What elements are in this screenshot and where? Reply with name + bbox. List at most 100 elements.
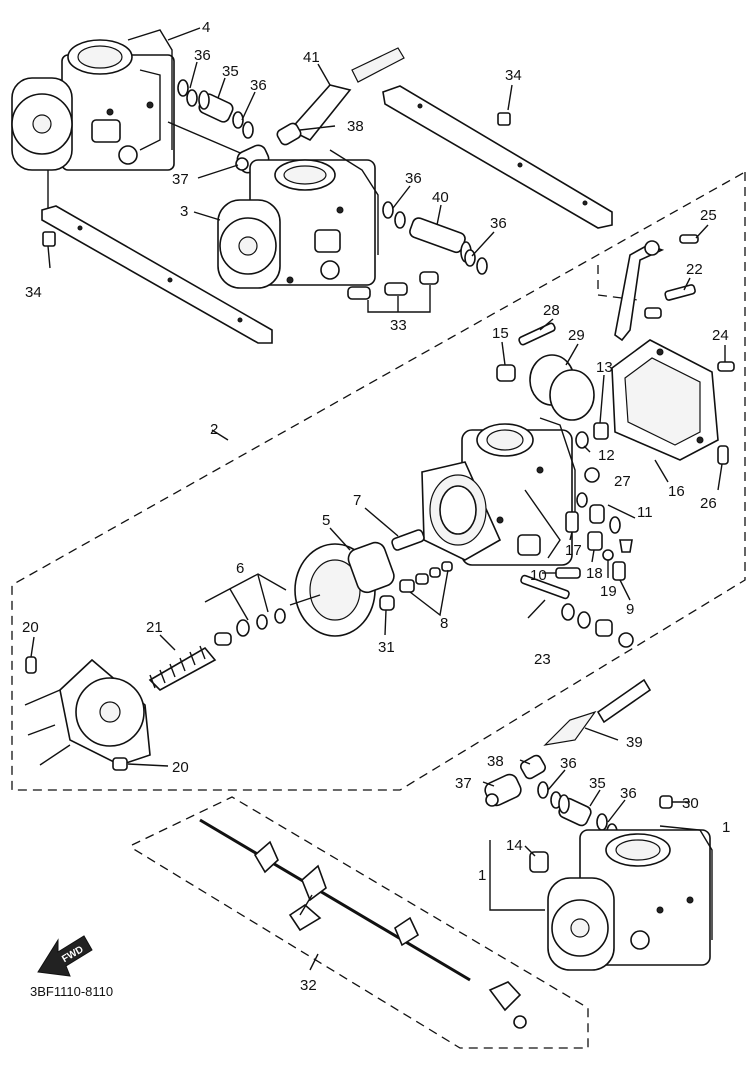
callout-34: 34 <box>505 67 522 84</box>
callout-7: 7 <box>353 492 361 509</box>
washer-19 <box>602 549 614 561</box>
callout-27: 27 <box>614 473 631 490</box>
callout-23: 23 <box>534 651 551 668</box>
callout-29: 29 <box>568 327 585 344</box>
callout-13: 13 <box>596 359 613 376</box>
callout-36: 36 <box>405 170 422 187</box>
pin-28 <box>518 322 556 346</box>
o-ring-36-b <box>232 111 254 139</box>
carburetor-body-2 <box>421 417 576 566</box>
callout-32: 32 <box>300 977 317 994</box>
callout-36: 36 <box>250 77 267 94</box>
needle-jet-23 <box>520 574 634 648</box>
fitting-38-a <box>276 122 302 146</box>
float-chamber-16 <box>611 339 719 461</box>
o-ring-11-group <box>576 492 636 553</box>
joint-40 <box>409 217 472 263</box>
callout-24: 24 <box>712 327 729 344</box>
spring-21 <box>148 645 217 691</box>
o-ring-36-a <box>177 79 198 107</box>
tee-37-b <box>484 773 522 807</box>
callout-34: 34 <box>25 284 42 301</box>
callout-20: 20 <box>172 759 189 776</box>
bracket-lever <box>614 240 665 342</box>
diagram-code: 3BF1110-8110 <box>30 984 113 999</box>
callout-8: 8 <box>440 615 448 632</box>
diaphragm-cover <box>24 658 151 766</box>
callout-21: 21 <box>146 619 163 636</box>
callout-14: 14 <box>506 837 523 854</box>
callout-36: 36 <box>490 215 507 232</box>
callout-3: 3 <box>180 203 188 220</box>
screw-9 <box>612 561 626 581</box>
callout-2: 2 <box>210 421 218 438</box>
callout-38: 38 <box>487 753 504 770</box>
mounting-plate-34-top <box>382 85 613 229</box>
callout-39: 39 <box>626 734 643 751</box>
joint-35-b <box>558 794 592 827</box>
fuel-hose-39 <box>543 678 652 746</box>
callout-4: 4 <box>202 19 210 36</box>
o-ring-36-d <box>464 249 488 275</box>
callout-30: 30 <box>682 795 699 812</box>
plug-15 <box>496 364 516 382</box>
throttle-shaft-boundary <box>131 796 589 1049</box>
main-assembly-boundary <box>11 170 746 791</box>
callout-6: 6 <box>236 560 244 577</box>
screw-30 <box>659 795 673 809</box>
callout-37: 37 <box>172 171 189 188</box>
callout-18: 18 <box>586 565 603 582</box>
carburetor-1 <box>547 825 713 971</box>
callout-35: 35 <box>222 63 239 80</box>
callout-33: 33 <box>390 317 407 334</box>
leader-lines <box>30 27 726 971</box>
float-29 <box>529 354 595 421</box>
callout-5: 5 <box>322 512 330 529</box>
cap-31 <box>379 595 395 611</box>
washer-12 <box>575 431 589 449</box>
piston-valve-5 <box>289 541 395 637</box>
fitting-38-b <box>520 754 546 780</box>
callout-17: 17 <box>565 542 582 559</box>
jet-needle-7 <box>391 529 425 551</box>
spring-18 <box>587 531 603 551</box>
callout-20: 20 <box>22 619 39 636</box>
callout-36: 36 <box>560 755 577 772</box>
callout-36: 36 <box>620 785 637 802</box>
callout-10: 10 <box>530 567 547 584</box>
throttle-shaft-32 <box>199 818 527 1029</box>
screw-22 <box>644 284 696 319</box>
nut-27 <box>584 467 600 483</box>
fuel-hose-41 <box>288 47 405 142</box>
callout-37: 37 <box>455 775 472 792</box>
callout-35: 35 <box>589 775 606 792</box>
callout-31: 31 <box>378 639 395 656</box>
callout-1: 1 <box>722 819 730 836</box>
o-ring-36-c <box>382 201 406 229</box>
callout-19: 19 <box>600 583 617 600</box>
screw-20-a <box>25 656 37 674</box>
callout-40: 40 <box>432 189 449 206</box>
screw-26 <box>717 445 729 465</box>
screw-20-b <box>112 757 128 771</box>
mounting-plate-34-left <box>41 205 273 344</box>
callout-38: 38 <box>347 118 364 135</box>
callout-9: 9 <box>626 601 634 618</box>
callout-1: 1 <box>478 867 486 884</box>
carburetor-3 <box>217 149 379 289</box>
fwd-arrow-icon: FWD <box>37 935 93 977</box>
callout-labels: 4 36 35 36 41 34 38 37 36 3 40 36 34 33 … <box>22 19 730 999</box>
callout-16: 16 <box>668 483 685 500</box>
screw-25 <box>679 234 699 244</box>
nipple-set-33 <box>347 271 439 313</box>
carburetor-4 <box>11 29 175 171</box>
screw-17 <box>565 511 579 533</box>
needle-set-8 <box>399 561 453 617</box>
joint-35-a <box>198 90 234 123</box>
jet-13 <box>593 422 609 440</box>
pilot-screw-10 <box>555 567 581 579</box>
callout-41: 41 <box>303 49 320 66</box>
o-ring-36-e <box>537 781 562 809</box>
callout-11: 11 <box>637 504 653 521</box>
